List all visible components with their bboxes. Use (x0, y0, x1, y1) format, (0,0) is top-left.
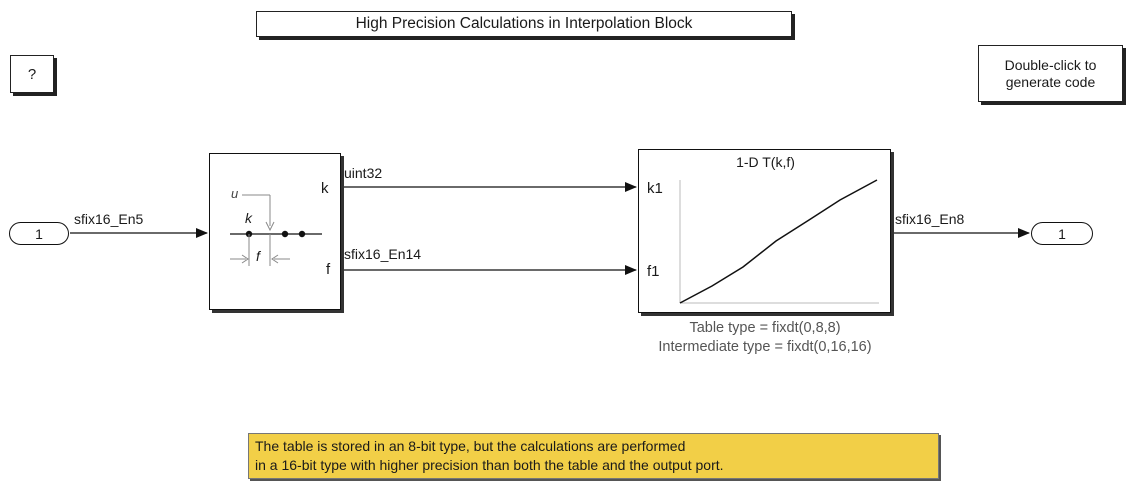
inport-number: 1 (35, 225, 43, 242)
signal-label-k: uint32 (344, 165, 383, 181)
signal-label-in: sfix16_En5 (74, 211, 144, 227)
interpolation-caption-line2: Intermediate type = fixdt(0,16,16) (658, 339, 872, 355)
generate-code-block[interactable]: Double-click to generate code (978, 45, 1123, 102)
note-line1: The table is stored in an 8-bit type, bu… (255, 438, 686, 454)
interpolation-caption: Table type = fixdt(0,8,8) Intermediate t… (590, 319, 940, 357)
interpolation-port-k1: k1 (647, 180, 663, 197)
prelookup-icon-k: k (245, 210, 252, 226)
interpolation-block-title: 1-D T(k,f) (736, 154, 795, 170)
prelookup-port-k: k (321, 180, 329, 197)
generate-code-line1: Double-click to (1004, 56, 1097, 73)
prelookup-block[interactable]: u k f k f (209, 153, 341, 310)
inport-block[interactable]: 1 (9, 222, 69, 245)
help-block-label: ? (27, 65, 37, 83)
interpolation-block[interactable]: 1-D T(k,f) k1 f1 (638, 149, 891, 313)
model-title: High Precision Calculations in Interpola… (256, 11, 792, 37)
note-annotation: The table is stored in an 8-bit type, bu… (248, 433, 939, 479)
signal-label-out: sfix16_En8 (895, 211, 965, 227)
interpolation-caption-line1: Table type = fixdt(0,8,8) (689, 320, 841, 336)
interpolation-curve-icon (679, 179, 879, 304)
prelookup-icon (230, 194, 322, 266)
interpolation-port-f1: f1 (647, 263, 660, 280)
model-title-text: High Precision Calculations in Interpola… (355, 15, 693, 32)
prelookup-icon-f: f (256, 248, 260, 264)
outport-number: 1 (1058, 225, 1066, 242)
prelookup-icon-u: u (231, 186, 239, 201)
outport-block[interactable]: 1 (1031, 222, 1093, 245)
signal-label-f: sfix16_En14 (344, 246, 422, 262)
help-block[interactable]: ? (10, 55, 54, 93)
note-line2: in a 16-bit type with higher precision t… (255, 457, 724, 473)
prelookup-port-f: f (326, 261, 331, 278)
generate-code-line2: generate code (1005, 73, 1096, 90)
